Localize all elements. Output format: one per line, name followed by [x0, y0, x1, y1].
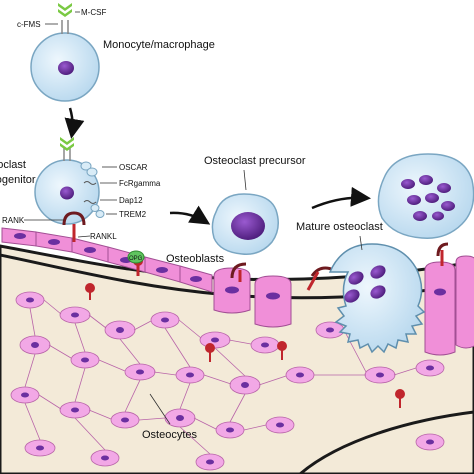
trem2-label: TREM2	[119, 210, 147, 219]
arrow-precursor-to-mature	[311, 186, 371, 210]
arrow-progenitor-to-precursor	[169, 205, 211, 225]
monocyte-label: Monocyte/macrophage	[103, 39, 215, 51]
monocyte-nucleus	[58, 61, 74, 75]
mature-nuclei-icon	[344, 265, 386, 303]
osteoblast-layer	[1, 227, 213, 293]
opg-icon: OPG	[127, 250, 145, 276]
osteocyte-processes	[24, 299, 417, 455]
c-fms-receptor-icon	[58, 3, 72, 34]
monocyte-cell	[30, 32, 100, 102]
dap12-label: Dap12	[119, 196, 143, 205]
multinuclei-icon	[401, 175, 455, 221]
precursor-nucleus	[231, 212, 265, 240]
c-fms-label: c-FMS	[17, 20, 41, 29]
bone-edge-lower	[299, 410, 474, 474]
fcrgamma-label: FcRgamma	[119, 179, 161, 188]
oscar-receptor-icon	[80, 161, 98, 177]
rank-complex-mature-icon	[306, 242, 449, 291]
m-csf-label: M-CSF	[81, 8, 106, 17]
precursor-cell	[211, 193, 279, 255]
precursor-label: Osteoclast precursor	[204, 155, 306, 167]
dap12-icon	[83, 200, 97, 204]
progenitor-label-line2: progenitor	[0, 174, 36, 186]
opg-label: OPG	[129, 256, 143, 262]
rank-complex-precursor-icon	[230, 262, 247, 282]
rankl-label: RANKL	[90, 232, 117, 241]
progenitor-label-line1: Osteoclast	[0, 159, 26, 171]
progenitor-nucleus	[60, 186, 74, 200]
oscar-label: OSCAR	[119, 163, 148, 172]
rank-label: RANK	[2, 216, 25, 225]
osteoblasts-label: Osteoblasts	[166, 253, 225, 265]
arrow-monocyte-to-progenitor	[64, 107, 85, 139]
mature-osteoclast-cell	[328, 243, 426, 354]
multinucleated-cell	[377, 153, 474, 239]
rank-rankl-complex-icon	[62, 211, 86, 242]
rankl-pins-bone	[85, 283, 405, 408]
trem2-receptor-icon	[90, 204, 105, 218]
mature-osteoclast-label: Mature osteoclast	[296, 221, 383, 233]
osteocyte-group	[10, 291, 445, 471]
fcrgamma-icon	[83, 181, 97, 185]
m-csf-icon	[58, 9, 72, 17]
osteocytes-label: Osteocytes	[142, 429, 198, 441]
progenitor-cell	[34, 159, 100, 225]
progenitor-receptor-icon	[60, 137, 74, 161]
